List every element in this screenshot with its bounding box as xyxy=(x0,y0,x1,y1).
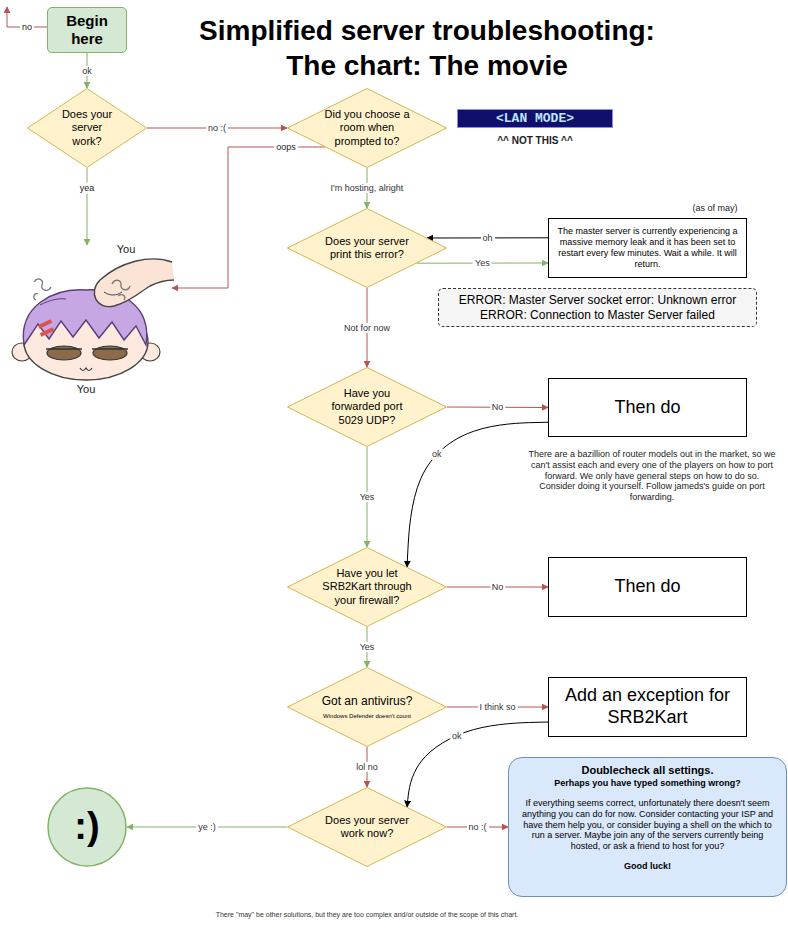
node-text-group: Doublecheck all settings.Perhaps you hav… xyxy=(509,758,786,896)
node-text-group: Then do xyxy=(549,558,746,616)
yea-arrow xyxy=(87,168,88,245)
node-text-group: <LAN MODE> xyxy=(458,110,612,127)
connector xyxy=(417,263,548,264)
decision-diamond: Did you choose a room when prompted to? xyxy=(287,88,447,168)
node-text-group: :) xyxy=(55,787,119,867)
edge-label: I'm hosting, alright xyxy=(329,183,406,193)
connector xyxy=(447,707,548,708)
connector xyxy=(447,827,508,828)
decision-diamond: Does your server print this error? xyxy=(287,208,447,288)
node-text-group: Have you let SRB2Kart through your firew… xyxy=(319,547,415,627)
connector xyxy=(367,288,368,367)
edge-label: I think so xyxy=(477,702,517,712)
edge-label: Yes xyxy=(358,492,377,502)
node-text: Does your server work now? xyxy=(319,814,415,840)
action-box: Then do xyxy=(548,378,747,437)
connector xyxy=(87,53,88,88)
node-text: Windows Defender doesn't count xyxy=(323,713,411,720)
node-text: Then do xyxy=(614,576,680,598)
node-text-group: Does your server work? xyxy=(56,88,118,168)
edge-text: no xyxy=(20,22,34,33)
node-text: Have you forwarded port 5029 UDP? xyxy=(319,387,415,427)
node-text: Perhaps you have typed something wrong? xyxy=(554,778,741,789)
decision-diamond: Does your server work now? xyxy=(287,787,447,867)
edge-label: No xyxy=(490,582,506,592)
connector xyxy=(367,747,368,787)
connector xyxy=(367,168,368,208)
action-box: Add an exception for SRB2Kart xyxy=(548,677,747,737)
node-text-group: ERROR: Master Server socket error: Unkno… xyxy=(439,289,756,326)
connector xyxy=(407,422,548,567)
node-text: Got an antivirus? xyxy=(322,694,413,708)
decision-diamond: Got an antivirus? Windows Defender doesn'… xyxy=(287,667,447,747)
edge-label: ok xyxy=(80,65,94,75)
edge-text: oops xyxy=(274,142,298,153)
node-text: Does your server work? xyxy=(56,108,118,148)
node-text-group: Then do xyxy=(549,379,746,436)
end-circle: :) xyxy=(47,787,127,867)
connector xyxy=(147,128,287,129)
node-text: Then do xyxy=(614,397,680,419)
node-text: :) xyxy=(74,804,99,850)
node-text: Doublecheck all settings. xyxy=(581,764,713,777)
lan-mode-badge: <LAN MODE> xyxy=(457,109,613,128)
edge-label: oh xyxy=(480,233,494,243)
node-text: <LAN MODE> xyxy=(496,111,574,127)
note-box: The master server is currently experienc… xyxy=(548,218,747,278)
node-text: Begin here xyxy=(54,12,120,48)
edge-label: ok xyxy=(450,730,464,740)
node-text: Have you let SRB2Kart through your firew… xyxy=(319,567,415,607)
decision-diamond: Does your server work? xyxy=(27,88,147,168)
edge-label: ye :) xyxy=(196,822,218,832)
edge-label: Yes xyxy=(358,642,377,652)
warning-label: ^^ NOT THIS ^^ xyxy=(497,135,573,147)
action-box: Then do xyxy=(548,557,747,617)
node-text: Good luck! xyxy=(624,861,671,872)
edge-label: No xyxy=(490,402,506,412)
node-text: If everything seems correct, unfortunate… xyxy=(517,798,778,852)
note-label: (as of may) xyxy=(692,203,737,214)
node-text-group: Did you choose a room when prompted to? xyxy=(319,88,415,168)
start-box: Begin here xyxy=(47,7,127,53)
node-text: Does your server print this error? xyxy=(319,235,415,261)
decision-diamond: Have you let SRB2Kart through your firew… xyxy=(287,547,447,627)
node-text: Add an exception for SRB2Kart xyxy=(555,685,740,728)
character-label: You xyxy=(77,383,96,396)
node-text-group: Does your server print this error? xyxy=(319,208,415,288)
connector xyxy=(367,447,368,547)
character xyxy=(12,259,174,380)
node-text-group: Add an exception for SRB2Kart xyxy=(549,678,746,736)
node-text: Did you choose a room when prompted to? xyxy=(319,108,415,148)
edge-label: Not for now xyxy=(342,322,392,332)
node-text-group: Begin here xyxy=(48,8,126,52)
node-text: ERROR: Master Server socket error: Unkno… xyxy=(457,293,738,322)
connector xyxy=(367,627,368,667)
no-arrow xyxy=(7,7,47,27)
edge-label: lol no xyxy=(354,762,380,772)
character-label: You xyxy=(117,243,136,256)
oops-arrow xyxy=(172,147,325,288)
edge-label: no :( xyxy=(206,123,228,133)
connector xyxy=(427,237,548,238)
advice-box: Doublecheck all settings.Perhaps you hav… xyxy=(508,757,787,897)
edge-text: yea xyxy=(78,183,97,194)
note-label: There are a bazillion of router models o… xyxy=(527,449,777,503)
error-box: ERROR: Master Server socket error: Unkno… xyxy=(438,288,757,327)
caption: There "may" be other solutions, but they… xyxy=(117,911,617,919)
connector xyxy=(447,587,548,588)
decision-diamond: Have you forwarded port 5029 UDP? xyxy=(287,367,447,447)
node-text-group: Have you forwarded port 5029 UDP? xyxy=(319,367,415,447)
title: Simplified server troubleshooting: The c… xyxy=(172,13,682,83)
node-text: The master server is currently experienc… xyxy=(555,226,740,269)
node-text-group: The master server is currently experienc… xyxy=(549,219,746,277)
connector xyxy=(447,407,548,409)
connector xyxy=(127,827,287,828)
edge-label: no :( xyxy=(466,822,488,832)
node-text-group: Does your server work now? xyxy=(319,787,415,867)
node-text-group: Got an antivirus? Windows Defender doesn'… xyxy=(319,667,415,747)
edge-label: ok xyxy=(430,449,444,459)
edge-label: Yes xyxy=(473,258,492,268)
